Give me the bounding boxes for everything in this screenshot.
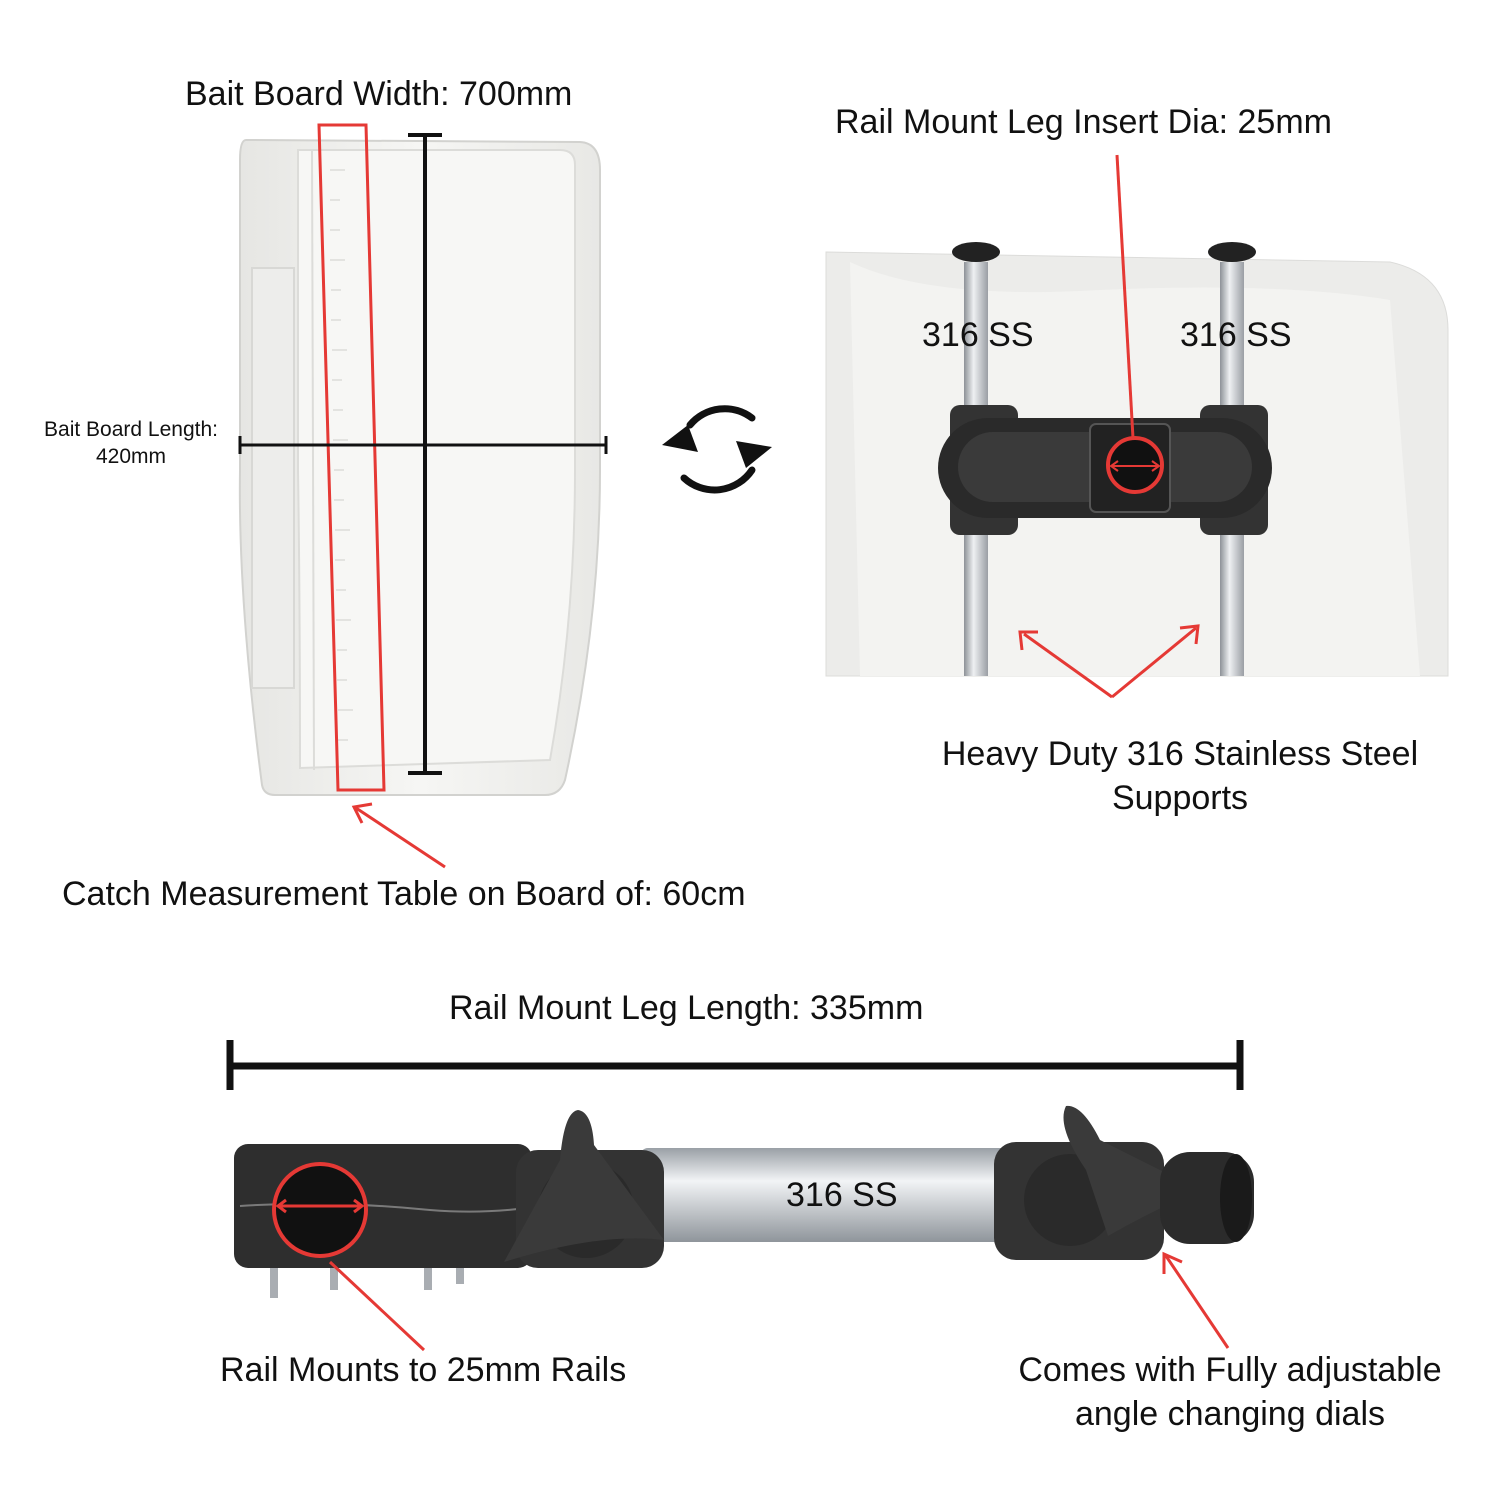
underside-photo [825, 154, 1449, 699]
leg-length-dimension [226, 1040, 1244, 1090]
rail-mounts-pointer [328, 1260, 426, 1352]
dials-label: Comes with Fully adjustable angle changi… [980, 1348, 1480, 1436]
catch-table-label: Catch Measurement Table on Board of: 60c… [62, 875, 746, 913]
dials-line1: Comes with Fully adjustable [1018, 1351, 1442, 1389]
board-width-label: Bait Board Width: 700mm [185, 75, 573, 113]
board-length-line1: Bait Board Length: [44, 418, 218, 441]
left-adjust-dial [504, 1110, 664, 1262]
insert-dia-label: Rail Mount Leg Insert Dia: 25mm [835, 103, 1332, 141]
catch-table-arrow [355, 806, 446, 869]
supports-label: Heavy Duty 316 Stainless Steel Supports [900, 732, 1460, 820]
bait-board [238, 123, 608, 869]
insert-dia-pointer [1115, 154, 1135, 439]
rail-mounts-label: Rail Mounts to 25mm Rails [220, 1351, 627, 1389]
ss-left-label: 316 SS [922, 316, 1034, 354]
supports-line1: Heavy Duty 316 Stainless Steel [941, 735, 1419, 773]
rail-mount-leg-photo [234, 1105, 1254, 1352]
leg-steel-tube [640, 1148, 1020, 1242]
leg-ss-label: 316 SS [786, 1176, 898, 1214]
rotate-arrows-icon [662, 405, 772, 494]
dials-line2: angle changing dials [1074, 1395, 1386, 1434]
dials-pointer [1164, 1255, 1230, 1349]
supports-line2: Supports [1111, 779, 1249, 818]
leg-length-label: Rail Mount Leg Length: 335mm [449, 989, 924, 1027]
ruler-ticks [330, 169, 353, 741]
board-length-line2: 420mm [95, 445, 167, 469]
supports-arrows [1018, 624, 1200, 699]
ss-right-label: 316 SS [1180, 316, 1292, 354]
ruler-highlight-box [317, 123, 386, 792]
board-length-label: Bait Board Length: 420mm [20, 416, 242, 471]
rail-hole-highlight [272, 1162, 368, 1258]
